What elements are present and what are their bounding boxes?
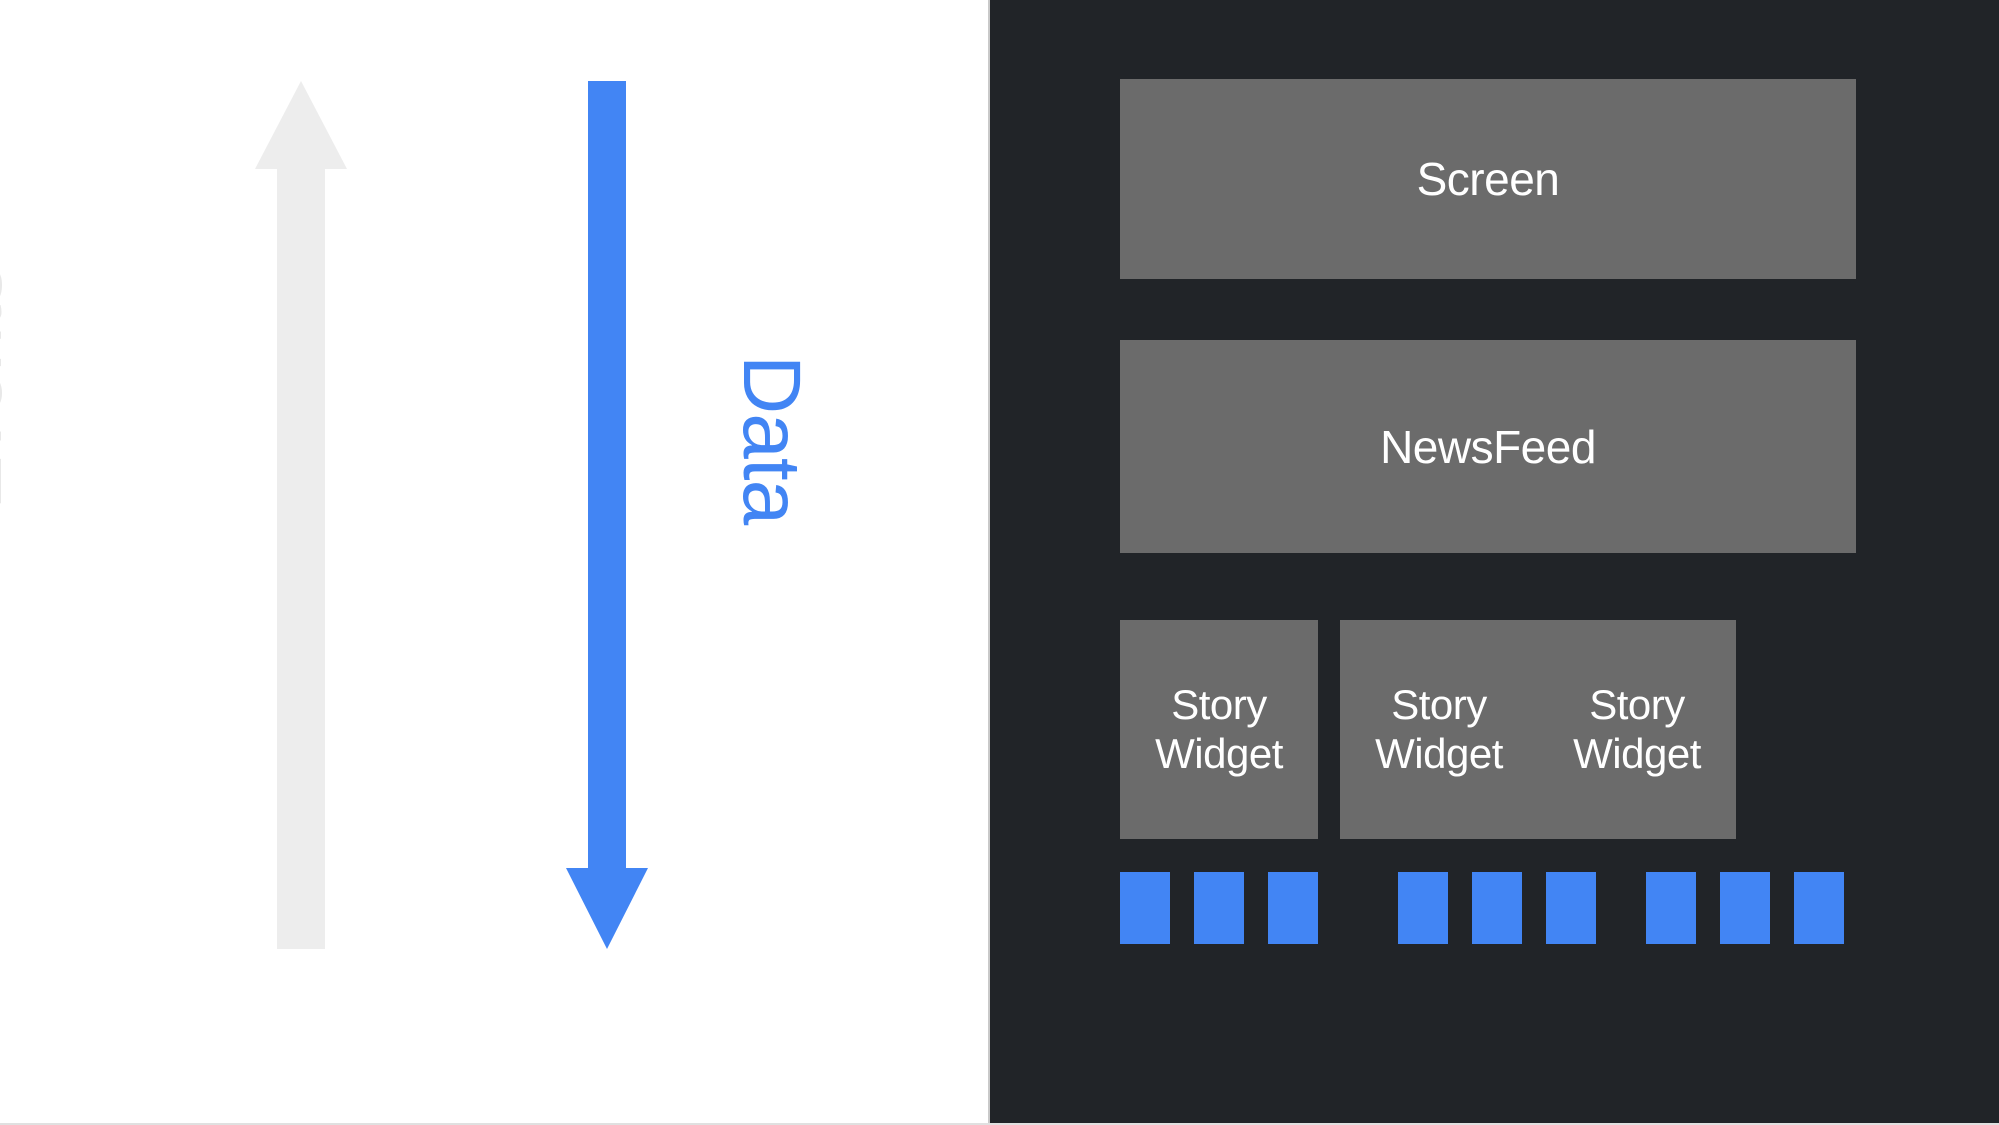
node-newsfeed[interactable]: NewsFeed: [1120, 340, 1856, 553]
node-story-widget-2[interactable]: Story Widget: [1340, 620, 1538, 839]
leaf-node[interactable]: [1120, 872, 1170, 944]
story-widget-label-line2: Widget: [1375, 729, 1503, 777]
story-widget-label-line1: Story: [1391, 681, 1487, 729]
leaf-node[interactable]: [1794, 872, 1844, 944]
node-story-widget-3[interactable]: Story Widget: [1538, 620, 1736, 839]
flow-panel: Events Data: [0, 0, 990, 1123]
leaf-node[interactable]: [1472, 872, 1522, 944]
leaf-node[interactable]: [1194, 872, 1244, 944]
widget-tree-panel: Screen NewsFeed Story Widget Story Widge…: [990, 0, 1999, 1123]
node-story-widget-1[interactable]: Story Widget: [1120, 620, 1318, 839]
story-widget-label-line2: Widget: [1155, 729, 1283, 777]
data-down-arrow-icon: [566, 81, 648, 949]
story-widget-label-line2: Widget: [1573, 729, 1701, 777]
leaf-node[interactable]: [1268, 872, 1318, 944]
panel-divider: [988, 0, 991, 1123]
leaf-node[interactable]: [1646, 872, 1696, 944]
leaf-node[interactable]: [1398, 872, 1448, 944]
story-widget-label-line1: Story: [1171, 681, 1267, 729]
node-screen[interactable]: Screen: [1120, 79, 1856, 279]
leaf-node[interactable]: [1720, 872, 1770, 944]
events-up-arrow-icon: [255, 81, 347, 949]
events-label: Events: [0, 265, 19, 510]
story-widget-label-line1: Story: [1589, 681, 1685, 729]
leaf-node[interactable]: [1546, 872, 1596, 944]
data-label: Data: [726, 355, 818, 525]
